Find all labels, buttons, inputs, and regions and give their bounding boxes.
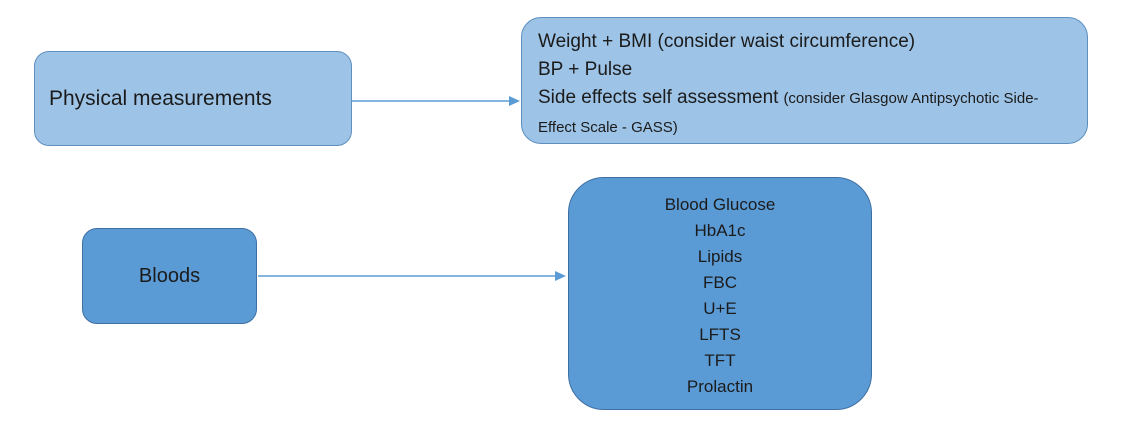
blood-test-item: HbA1c (694, 221, 746, 240)
physical-details-line-bp-pulse: BP + Pulse (538, 59, 633, 80)
node-physical-measurements: Physical measurements (34, 51, 352, 146)
arrow-head-icon (509, 96, 520, 106)
arrow-head-icon (555, 271, 566, 281)
arrow-bloods-to-results (258, 271, 566, 281)
node-physical-details: Weight + BMI (consider waist circumferen… (521, 17, 1088, 144)
blood-test-item: TFT (704, 351, 736, 370)
blood-test-item: Blood Glucose (664, 195, 776, 214)
blood-test-item: LFTS (699, 325, 741, 344)
arrow-physical-to-details (352, 96, 520, 106)
node-bloods-results: Blood Glucose HbA1c Lipids FBC U+E LFTS … (568, 177, 872, 410)
physical-details-line-side-effects: Side effects self assessment(consider Gl… (538, 84, 1071, 142)
node-bloods-label: Bloods (138, 264, 201, 287)
blood-test-item: FBC (703, 273, 737, 292)
blood-test-item: U+E (703, 299, 737, 318)
side-effects-label: Side effects self assessment (538, 87, 779, 108)
node-physical-measurements-label: Physical measurements (49, 86, 272, 110)
node-bloods: Bloods (82, 228, 257, 324)
blood-test-item: Prolactin (686, 377, 754, 396)
blood-test-item: Lipids (697, 247, 743, 266)
physical-details-line-weight-bmi: Weight + BMI (consider waist circumferen… (538, 31, 916, 52)
side-effects-gass-note: (consider Glasgow Antipsychotic Side-Eff… (538, 90, 1039, 136)
